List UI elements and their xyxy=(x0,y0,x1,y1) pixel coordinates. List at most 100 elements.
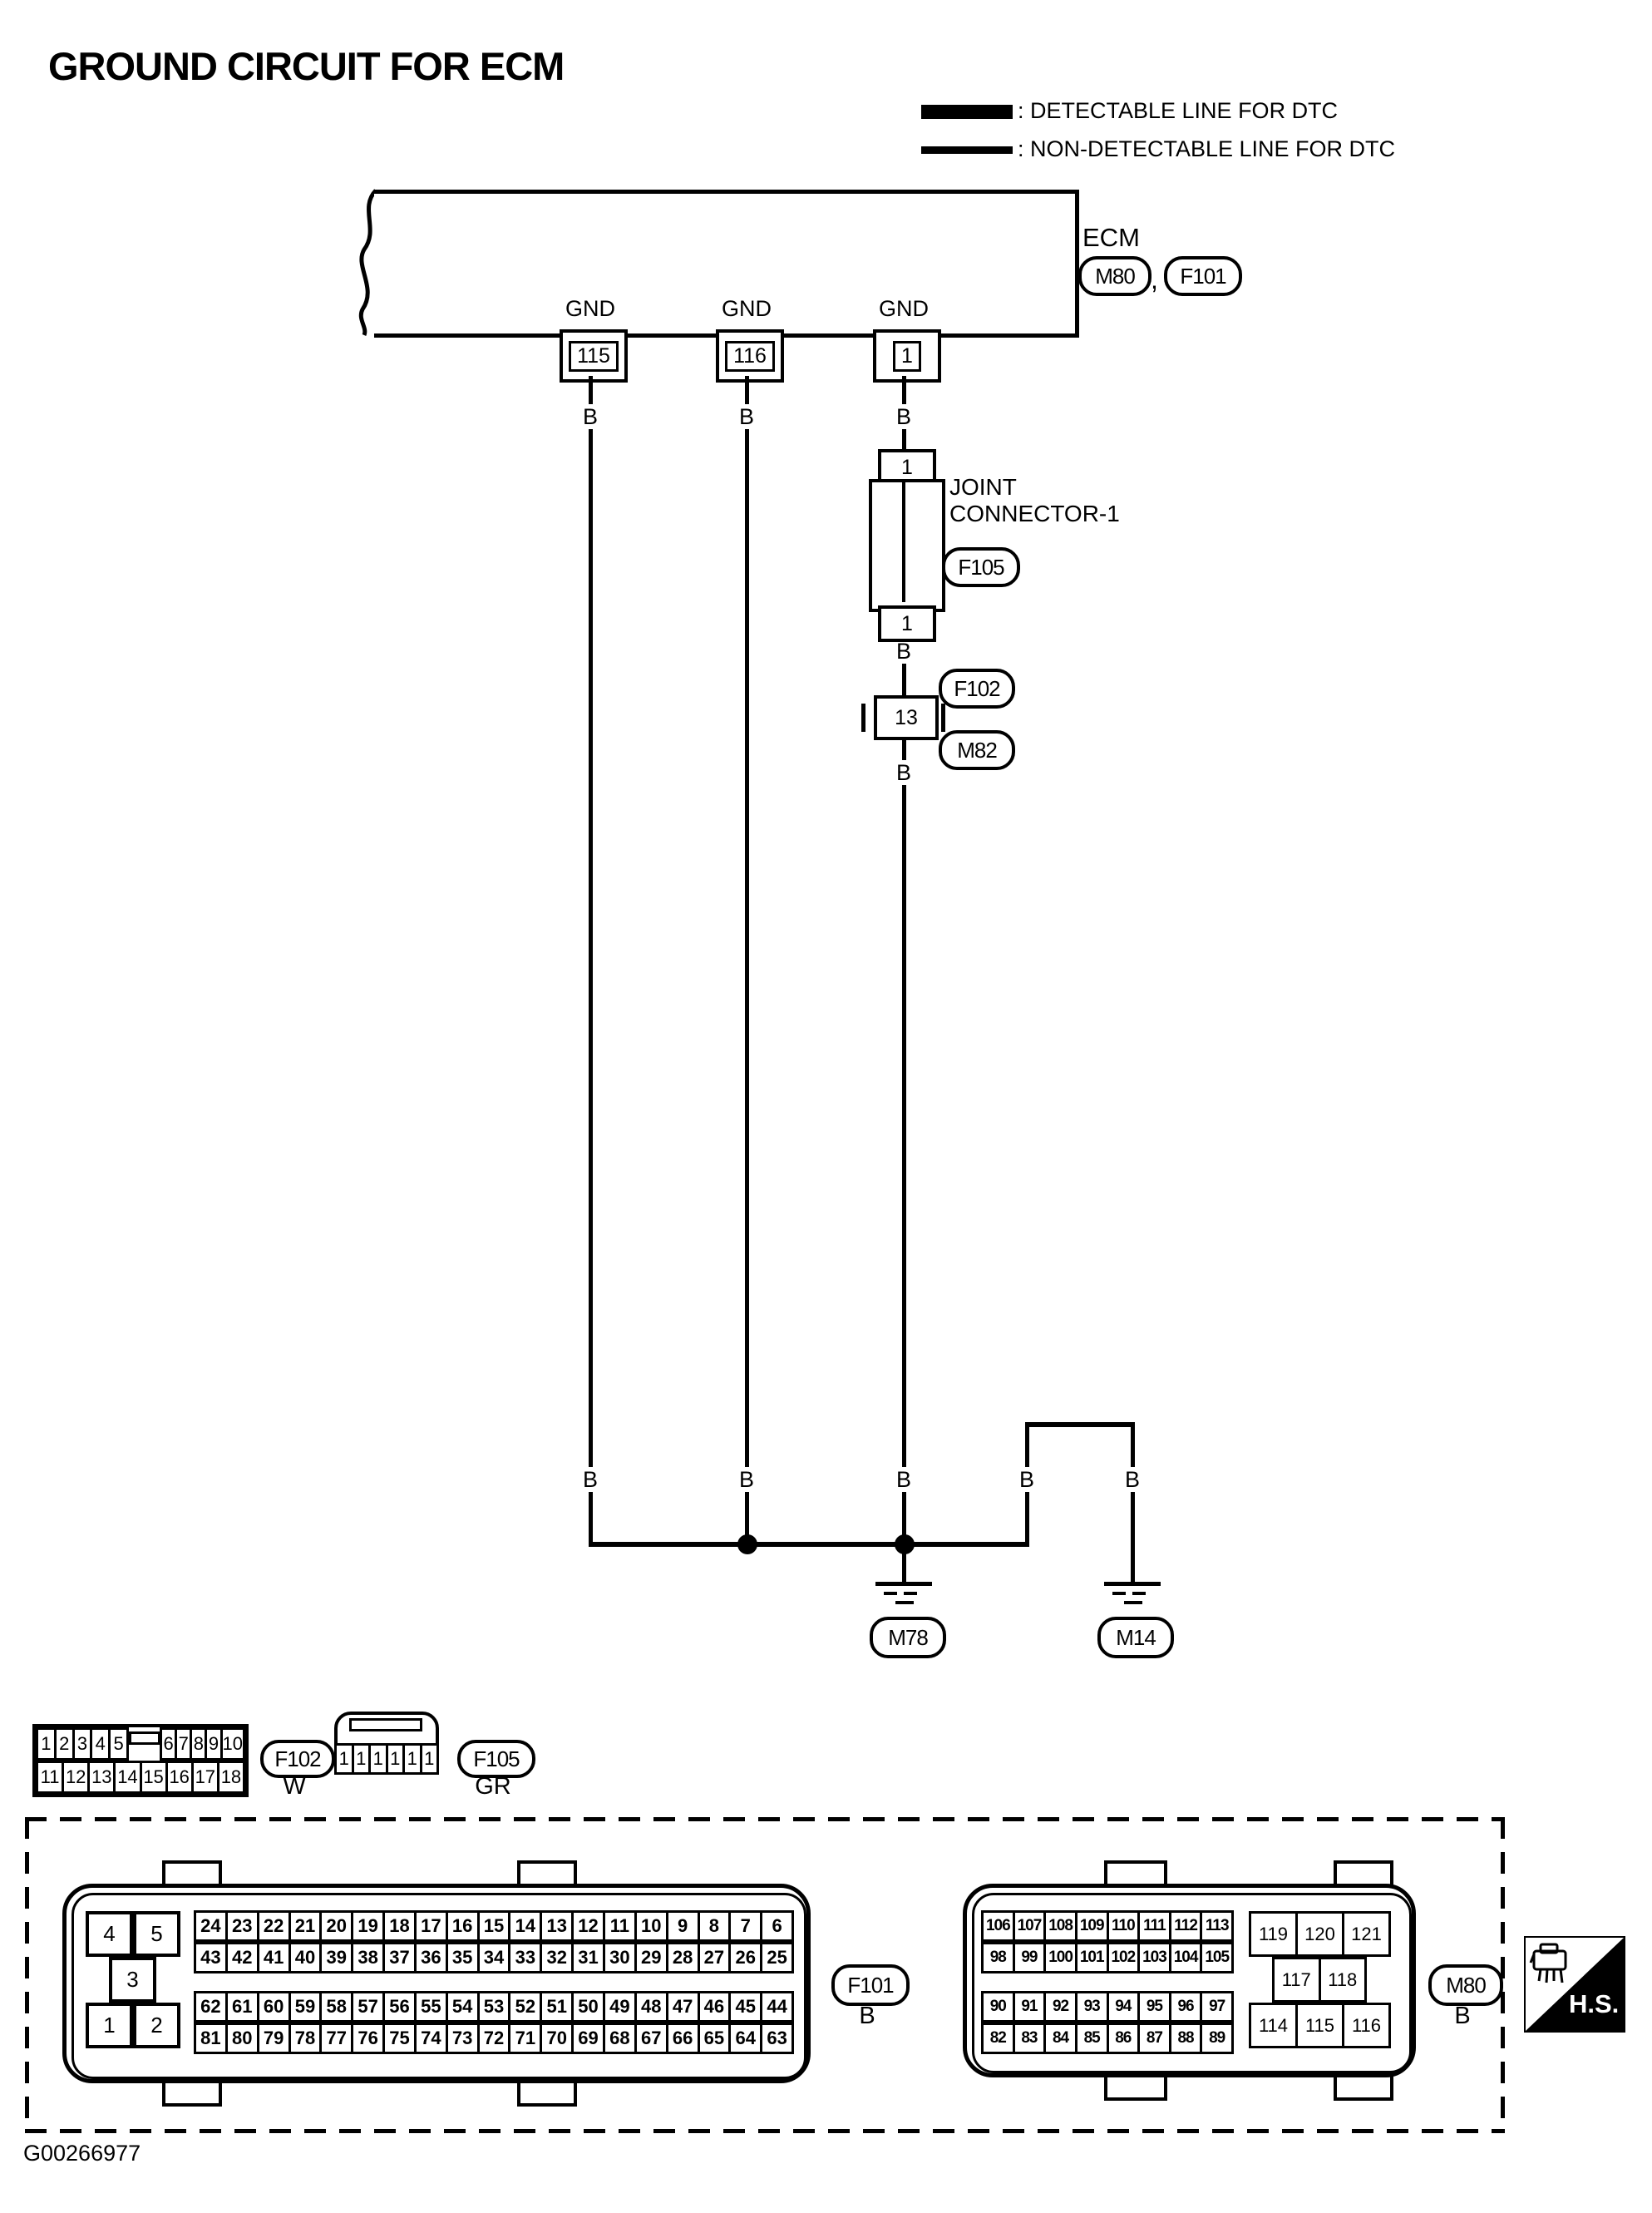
m80-pin-cell: 92 xyxy=(1043,1991,1077,2023)
m80-pin-cell: 101 xyxy=(1074,1942,1109,1973)
m80-inner-outline xyxy=(972,1893,1412,2073)
f101-pin-cell: 69 xyxy=(571,2023,605,2054)
ground-ref-m78: M78 xyxy=(870,1617,946,1658)
ground-symbol-right-bar1 xyxy=(1104,1582,1161,1586)
f101-pin-cell: 54 xyxy=(445,1991,480,2023)
m80-pin-cell: 91 xyxy=(1012,1991,1047,2023)
m80-pin-cell: 116 xyxy=(1342,2003,1391,2048)
f102-pin-cell: 16 xyxy=(165,1761,194,1794)
hs-logo: H.S. xyxy=(1524,1936,1625,2033)
f101-wire-color: B xyxy=(859,2003,875,2029)
f102-pin-cell: 18 xyxy=(216,1761,245,1794)
m80-pin-cell: 120 xyxy=(1295,1911,1344,1957)
wire-1-lower xyxy=(902,732,906,1547)
wire-color-label: B xyxy=(891,639,916,664)
f102-wire-color: W xyxy=(283,1773,306,1800)
f101-pin-cell: 38 xyxy=(351,1942,386,1973)
m80-pin-cell: 102 xyxy=(1106,1942,1141,1973)
wire-color-label: B xyxy=(734,404,759,429)
f101-pin-cell: 18 xyxy=(382,1910,417,1942)
ecm-label: ECM xyxy=(1082,223,1140,252)
f101-pin-cell: 81 xyxy=(194,2023,228,2054)
connector-ref-f101-view: F101 xyxy=(831,1964,910,2006)
f101-pin-cell: 35 xyxy=(445,1942,480,1973)
f102-pin-cell: 15 xyxy=(139,1761,168,1794)
f101-pin-cell: 20 xyxy=(319,1910,354,1942)
m80-pin-cell: 94 xyxy=(1106,1991,1141,2023)
ecm-pin-115: 115 xyxy=(560,329,628,383)
f102-pin-cell: 4 xyxy=(90,1727,111,1761)
f101-pin-cell: 15 xyxy=(476,1910,511,1942)
f101-pin-1-number: 1 xyxy=(103,2013,116,2038)
f101-pin-cell: 73 xyxy=(445,2023,480,2054)
ecm-pin-1: 1 xyxy=(873,329,941,383)
f101-pin-5-number: 5 xyxy=(150,1921,163,1946)
inline-connector-ref-f102-text: F102 xyxy=(954,675,1000,701)
m80-pin-cell: 97 xyxy=(1200,1991,1234,2023)
ground-symbol-left-bar2 xyxy=(884,1592,924,1595)
inline-connector-pin-13: 13 xyxy=(874,695,939,740)
f102-pin-cell: 11 xyxy=(36,1761,65,1794)
m80-pin-cell: 93 xyxy=(1074,1991,1109,2023)
f101-pin-cell: 12 xyxy=(571,1910,605,1942)
f101-pin-cell: 36 xyxy=(413,1942,448,1973)
f101-pin-cell: 26 xyxy=(728,1942,763,1973)
inline-connector-bracket-left xyxy=(861,704,865,732)
f102-pin-cell: 14 xyxy=(113,1761,142,1794)
ground-symbol-right-bar3 xyxy=(1124,1601,1142,1604)
f101-pin-1: 1 xyxy=(86,2003,133,2048)
f101-pin-cell: 9 xyxy=(665,1910,700,1942)
ground-ref-m14: M14 xyxy=(1097,1617,1174,1658)
ecm-ref-comma: , xyxy=(1151,264,1158,294)
m80-pin-cell: 84 xyxy=(1043,2023,1077,2054)
joint-connector-pin-top-number: 1 xyxy=(901,455,913,479)
wire-color-label: B xyxy=(578,404,603,429)
ecm-box-torn-edge xyxy=(358,189,377,337)
m80-pin-cell: 107 xyxy=(1012,1910,1047,1942)
f101-pin-cell: 25 xyxy=(760,1942,795,1973)
wire-116 xyxy=(745,376,749,1547)
f101-pin-3: 3 xyxy=(109,1957,156,2003)
gnd-label-3: GND xyxy=(879,296,929,321)
f102-pin-cell: 13 xyxy=(87,1761,116,1794)
wire-color-label: B xyxy=(1014,1467,1039,1492)
f101-pin-cell: 76 xyxy=(351,2023,386,2054)
ecm-pin-1-number: 1 xyxy=(893,340,921,372)
legend-detectable-label: : DETECTABLE LINE FOR DTC xyxy=(1018,98,1339,123)
joint-connector-pin-bottom: 1 xyxy=(878,605,936,642)
f101-pin-cell: 72 xyxy=(476,2023,511,2054)
f101-pin-3-number: 3 xyxy=(126,1967,139,1992)
m80-pin-cell: 112 xyxy=(1168,1910,1203,1942)
joint-connector-divider xyxy=(902,482,905,602)
inline-connector-ref-f102: F102 xyxy=(939,669,1015,709)
detail-box-border-top xyxy=(25,1817,1505,1821)
wire-color-label: B xyxy=(578,1467,603,1492)
f101-pin-cell: 37 xyxy=(382,1942,417,1973)
joint-connector-pin-bottom-number: 1 xyxy=(901,611,913,635)
f101-pin-cell: 65 xyxy=(697,2023,732,2054)
junction-dot-1 xyxy=(737,1534,757,1554)
f101-pin-4-number: 4 xyxy=(103,1921,116,1946)
m80-wire-color: B xyxy=(1454,2003,1471,2029)
f101-pin-2: 2 xyxy=(133,2003,180,2048)
f101-pin-cell: 79 xyxy=(256,2023,291,2054)
m80-pin-cell: 98 xyxy=(981,1942,1015,1973)
f102-pin-cell: 12 xyxy=(62,1761,91,1794)
ecm-connector-ref-f101: F101 xyxy=(1164,256,1242,296)
f101-pin-cell: 46 xyxy=(697,1991,732,2023)
m80-pin-cell: 121 xyxy=(1342,1911,1391,1957)
f101-pin-cell: 30 xyxy=(602,1942,637,1973)
f101-pin-cell: 58 xyxy=(319,1991,354,2023)
f101-pin-cell: 8 xyxy=(697,1910,732,1942)
detail-box-border-bottom xyxy=(25,2129,1505,2133)
f101-pin-cell: 48 xyxy=(634,1991,668,2023)
m80-pin-cell: 82 xyxy=(981,2023,1015,2054)
f102-pin-cell: 17 xyxy=(190,1761,219,1794)
f101-inner-outline xyxy=(72,1893,806,2079)
connector-ref-f105-view-text: F105 xyxy=(473,1746,520,1771)
f101-pin-cell: 34 xyxy=(476,1942,511,1973)
joint-connector-ref-f105: F105 xyxy=(942,547,1020,587)
